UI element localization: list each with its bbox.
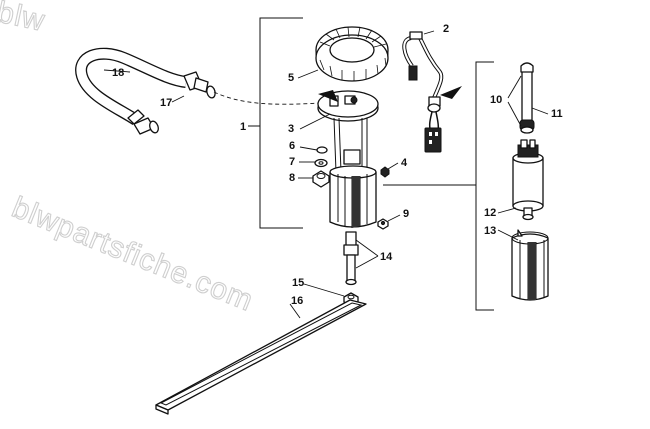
callout-17: 17 xyxy=(160,97,172,109)
nut-9 xyxy=(377,218,389,230)
wire-harness xyxy=(402,31,444,153)
electric-fuel-pump xyxy=(512,139,544,221)
callout-6: 6 xyxy=(289,140,295,152)
callout-5: 5 xyxy=(288,72,294,84)
watermark-top: blw xyxy=(0,0,48,38)
pickup-tube xyxy=(343,231,359,286)
pump-housing xyxy=(329,165,377,228)
callout-3: 3 xyxy=(288,123,294,135)
indicator-arrow-flange xyxy=(318,90,338,102)
callout-14: 14 xyxy=(380,251,393,263)
hose-routing-dashed-line xyxy=(213,91,321,105)
leader-lines xyxy=(103,30,549,319)
callout-4: 4 xyxy=(401,157,408,169)
watermark-main: blwpartsfiche.com xyxy=(7,191,258,318)
callout-11: 11 xyxy=(551,108,563,120)
nut-8 xyxy=(312,170,330,188)
callout-13: 13 xyxy=(484,225,496,237)
callout-15: 15 xyxy=(292,277,304,289)
watermark-layer: blw blwpartsfiche.com xyxy=(0,0,259,318)
nut-4 xyxy=(380,166,390,178)
callout-18: 18 xyxy=(112,67,124,79)
fuel-hose xyxy=(75,47,187,126)
callout-10: 10 xyxy=(490,94,502,106)
mounting-strap xyxy=(155,299,367,415)
bracket-assembly-10-13 xyxy=(383,61,494,311)
callout-labels: 1 2 3 4 5 6 7 8 9 10 11 12 13 14 15 16 1… xyxy=(112,23,563,307)
indicator-arrow-harness xyxy=(440,86,462,99)
grommet-6 xyxy=(316,146,328,154)
callout-2: 2 xyxy=(443,23,449,35)
bracket-assembly-1 xyxy=(248,17,303,229)
washer-7 xyxy=(314,158,328,168)
callout-7: 7 xyxy=(289,156,295,168)
hose-fitting-left xyxy=(127,109,159,135)
callout-9: 9 xyxy=(403,208,409,220)
callout-12: 12 xyxy=(484,207,496,219)
callout-1: 1 xyxy=(240,121,246,133)
callout-16: 16 xyxy=(291,295,303,307)
callout-8: 8 xyxy=(289,172,295,184)
hose-fitting-right xyxy=(183,71,216,99)
filter-tube xyxy=(519,62,535,134)
pump-support-rods xyxy=(333,117,368,173)
pump-sleeve xyxy=(511,229,549,301)
lock-ring xyxy=(315,26,389,82)
